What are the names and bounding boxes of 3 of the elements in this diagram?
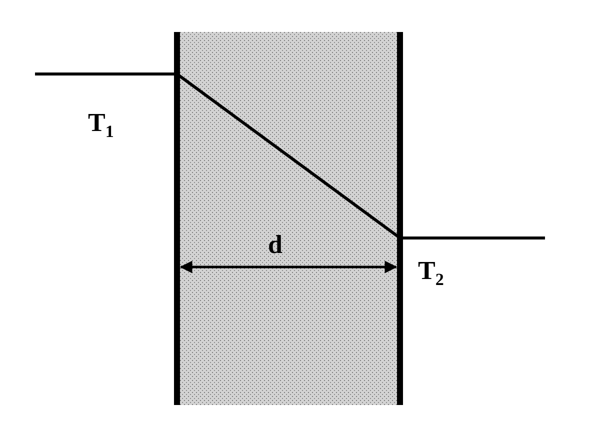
thickness-label: d	[268, 232, 282, 258]
temperature-label: T$_{1}$	[88, 110, 114, 140]
temperature-label: T$_{2}$	[418, 258, 444, 288]
